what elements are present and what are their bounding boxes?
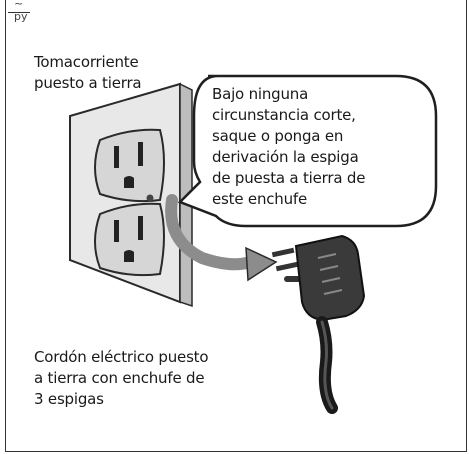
three-prong-plug-icon bbox=[271, 234, 366, 414]
diagram-panel bbox=[5, 0, 467, 452]
warning-text: Bajo ninguna circunstancia corte, saque … bbox=[212, 85, 366, 208]
speech-bubble bbox=[177, 74, 438, 228]
header-fragment: ~ py bbox=[14, 0, 28, 23]
top-strip: ~ py bbox=[8, 0, 30, 23]
outlet-label: Tomacorriente puesto a tierra bbox=[34, 53, 142, 92]
cord-label: Cordón eléctrico puesto a tierra con enc… bbox=[34, 348, 209, 408]
arrow-icon bbox=[165, 194, 278, 282]
grounded-outlet-icon bbox=[69, 82, 193, 308]
